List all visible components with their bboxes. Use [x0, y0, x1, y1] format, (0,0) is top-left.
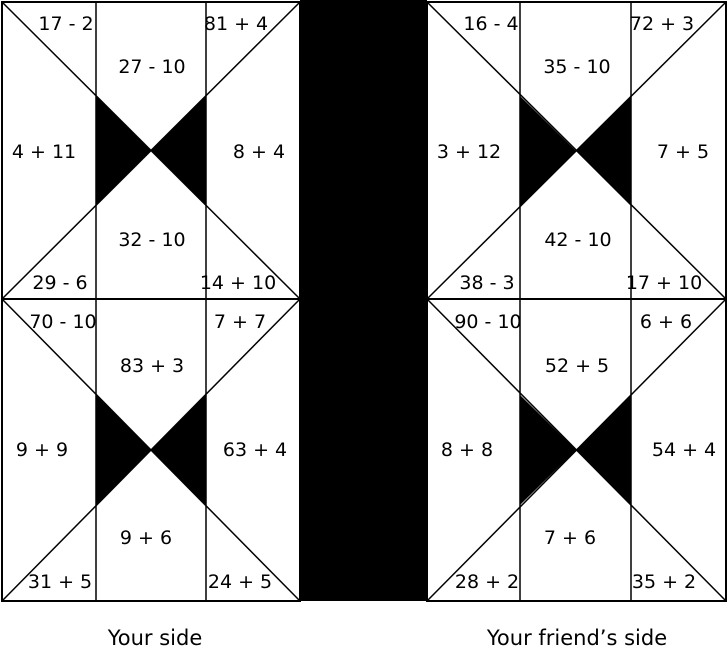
tile-bottom-right: 14 + 10 [200, 272, 276, 294]
tile-top-middle: 52 + 5 [545, 355, 609, 377]
tile-bottom-middle: 32 - 10 [118, 229, 185, 251]
tile-top-left: 16 - 4 [463, 13, 518, 35]
tile-top-middle: 35 - 10 [543, 56, 610, 78]
your-side-panel: 17 - 2 27 - 10 81 + 4 4 + 11 8 + 4 32 - … [1, 1, 301, 602]
tile-top-right: 6 + 6 [640, 311, 692, 333]
tile-middle-right: 7 + 5 [657, 141, 709, 163]
tile-middle-left: 8 + 8 [441, 439, 493, 461]
tile-middle-right: 8 + 4 [233, 141, 285, 163]
friends-side-caption: Your friend’s side [486, 626, 667, 650]
tile-bottom-middle: 9 + 6 [120, 527, 172, 549]
tile-middle-left: 4 + 11 [12, 141, 76, 163]
friends-side-top-card: 16 - 4 35 - 10 72 + 3 3 + 12 7 + 5 42 - … [426, 1, 727, 300]
black-triangle-right [151, 395, 206, 505]
black-triangle-left [96, 96, 151, 206]
tile-bottom-left: 31 + 5 [28, 571, 92, 593]
your-side-top-card: 17 - 2 27 - 10 81 + 4 4 + 11 8 + 4 32 - … [1, 1, 301, 300]
tile-bottom-right: 17 + 10 [626, 272, 702, 294]
tile-top-middle: 27 - 10 [118, 56, 185, 78]
tile-top-left: 17 - 2 [38, 13, 93, 35]
tile-top-left: 70 - 10 [29, 311, 96, 333]
tile-middle-right: 54 + 4 [652, 439, 716, 461]
tile-bottom-middle: 42 - 10 [544, 229, 611, 251]
tile-top-left: 90 - 10 [454, 311, 521, 333]
friends-side-panel: 16 - 4 35 - 10 72 + 3 3 + 12 7 + 5 42 - … [426, 1, 727, 602]
tile-bottom-right: 35 + 2 [632, 571, 696, 593]
tile-middle-left: 9 + 9 [16, 439, 68, 461]
your-side-bottom-card: 70 - 10 83 + 3 7 + 7 9 + 9 63 + 4 9 + 6 … [1, 298, 301, 602]
tile-bottom-left: 29 - 6 [32, 272, 87, 294]
black-triangle-right [576, 395, 631, 505]
tile-bottom-right: 24 + 5 [208, 571, 272, 593]
black-triangle-left [520, 96, 576, 206]
black-triangle-left [96, 395, 151, 505]
your-side-caption: Your side [107, 626, 203, 650]
center-divider [300, 0, 427, 601]
black-triangle-right [151, 96, 206, 206]
tile-middle-left: 3 + 12 [437, 141, 501, 163]
tile-bottom-left: 38 - 3 [459, 272, 514, 294]
black-triangle-left [520, 395, 576, 505]
tile-middle-right: 63 + 4 [223, 439, 287, 461]
tile-top-right: 72 + 3 [630, 13, 694, 35]
tile-bottom-middle: 7 + 6 [544, 527, 596, 549]
tile-top-right: 81 + 4 [204, 13, 268, 35]
tile-bottom-left: 28 + 2 [455, 571, 519, 593]
friends-side-bottom-card: 90 - 10 52 + 5 6 + 6 8 + 8 54 + 4 7 + 6 … [426, 298, 727, 602]
black-triangle-right [576, 96, 631, 206]
tile-top-middle: 83 + 3 [120, 355, 184, 377]
tile-top-right: 7 + 7 [214, 311, 266, 333]
